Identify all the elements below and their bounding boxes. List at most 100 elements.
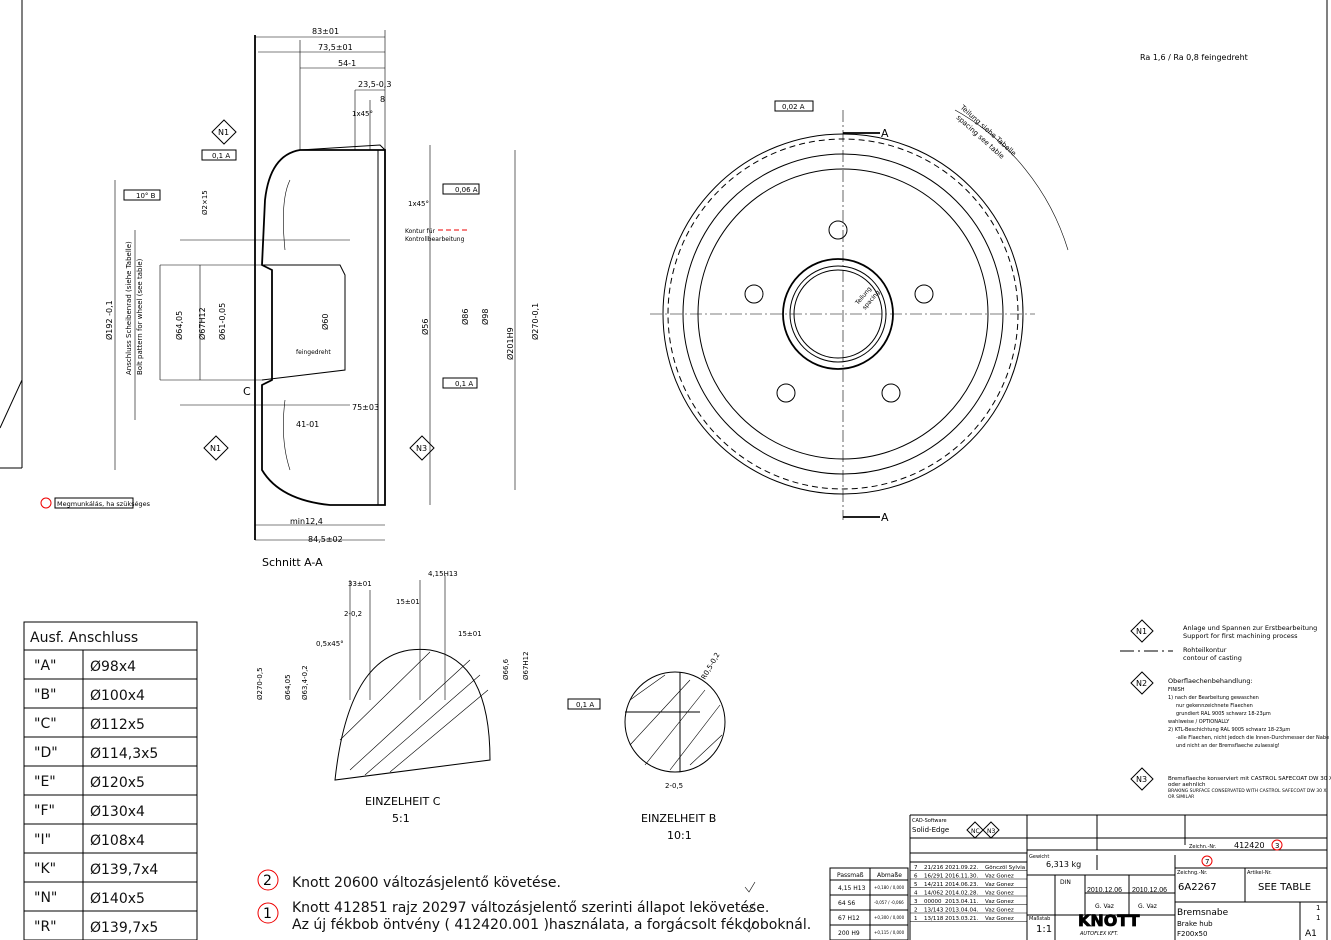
tolerance-frame: 10° B bbox=[123, 189, 161, 201]
svg-text:2021.09.22.: 2021.09.22. bbox=[945, 865, 978, 871]
svg-text:Gönczöl Sylvia: Gönczöl Sylvia bbox=[985, 865, 1025, 871]
svg-text:Gewicht: Gewicht bbox=[1029, 854, 1049, 860]
tolerance-frame: 0,1 A bbox=[442, 377, 478, 389]
dim-label: Ø63,4-0,2 bbox=[301, 665, 309, 700]
svg-text:DIN: DIN bbox=[1060, 879, 1071, 886]
note-text: 1) nach der Bearbeitung gewaschen bbox=[1168, 695, 1259, 701]
datum-c-label: C bbox=[243, 385, 251, 398]
detail-b: 2-0,5 R0,5-0,2 EINZELHEIT B 10:1 bbox=[624, 651, 726, 842]
svg-text:1: 1 bbox=[1316, 914, 1320, 922]
datum-n1-bottom: N1 bbox=[203, 435, 229, 461]
svg-text:G. Vaz: G. Vaz bbox=[1138, 903, 1157, 910]
svg-text:6: 6 bbox=[914, 874, 918, 880]
svg-text:0,1 A: 0,1 A bbox=[576, 701, 594, 709]
part-size: F200x50 bbox=[1177, 930, 1207, 938]
table-row: "F"Ø130x4 bbox=[24, 794, 197, 820]
frame-mark bbox=[0, 379, 23, 429]
section-marks bbox=[843, 132, 880, 518]
section-label-a: A bbox=[881, 511, 889, 524]
variant-cell: "I" bbox=[34, 832, 51, 848]
dim-label: Ø67H12 bbox=[197, 307, 207, 340]
svg-text:2014.02.28.: 2014.02.28. bbox=[945, 891, 978, 897]
svg-text:G. Vaz: G. Vaz bbox=[1095, 903, 1114, 910]
dim-label: 54-1 bbox=[338, 59, 356, 68]
pattern-cell: Ø120x5 bbox=[90, 775, 145, 791]
dim-label: Ø201H9 bbox=[505, 327, 515, 360]
section-view: 83±01 73,5±01 54-1 23,5-0,3 8 1x45° 1x45… bbox=[40, 27, 540, 569]
note-text: grundiert RAL 9005 schwarz 18-23µm bbox=[1176, 711, 1271, 717]
variant-cell: "K" bbox=[34, 861, 56, 877]
pattern-cell: Ø100x4 bbox=[90, 688, 145, 704]
change-note: Knott 412851 rajz 20297 változásjelentő … bbox=[292, 900, 769, 916]
detail-title: EINZELHEIT C bbox=[365, 795, 441, 808]
dim-label: Ø270-0,1 bbox=[530, 303, 540, 340]
svg-text:2013.04.04.: 2013.04.04. bbox=[945, 908, 978, 914]
variant-table: Ausf. Anschluss "A"Ø98x4"B"Ø100x4"C"Ø112… bbox=[23, 621, 198, 940]
svg-text:0,02 A: 0,02 A bbox=[782, 103, 805, 111]
svg-text:Zeichn.-Nr.: Zeichn.-Nr. bbox=[1189, 844, 1217, 850]
dim-label: 2-0,5 bbox=[665, 782, 683, 790]
drum-wall bbox=[299, 144, 386, 505]
note-text: contour of casting bbox=[1183, 654, 1242, 662]
svg-text:0,06 A: 0,06 A bbox=[455, 186, 478, 194]
bolt-hole bbox=[776, 383, 796, 403]
note-text: 2) KTL-Beschichtung RAL 9005 schwarz 18-… bbox=[1168, 727, 1290, 733]
note-text: Anlage und Spannen zur Erstbearbeitung bbox=[1183, 624, 1317, 632]
legend-notes: N1 Anlage und Spannen zur Erstbearbeitun… bbox=[1120, 619, 1331, 800]
drawn-date: 2010.12.06 bbox=[1087, 887, 1122, 894]
weight: 6,313 kg bbox=[1046, 860, 1081, 869]
dim-label: 83±01 bbox=[312, 27, 339, 36]
bolt-hole bbox=[828, 220, 848, 240]
table-row: "E"Ø120x5 bbox=[24, 765, 197, 791]
svg-text:Vaz Gonez: Vaz Gonez bbox=[985, 891, 1014, 897]
svg-text:Vaz Gonez: Vaz Gonez bbox=[985, 916, 1014, 922]
svg-text:N1: N1 bbox=[1136, 627, 1147, 636]
drawing-number: 412420 bbox=[1234, 841, 1265, 850]
datum-n3: N3 bbox=[409, 435, 435, 461]
bolt-hole bbox=[914, 284, 934, 304]
dim-label: 1x45° bbox=[408, 200, 429, 208]
svg-text:Vaz Gonez: Vaz Gonez bbox=[985, 899, 1014, 905]
svg-text:N3: N3 bbox=[987, 828, 995, 835]
svg-text:KNOTT: KNOTT bbox=[1078, 911, 1140, 930]
variant-cell: "D" bbox=[34, 745, 58, 761]
dim-label: min12,4 bbox=[290, 517, 323, 526]
note-label: Megmunkálás, ha szükséges bbox=[57, 500, 151, 508]
svg-text:2: 2 bbox=[263, 873, 272, 889]
svg-text:14/062: 14/062 bbox=[924, 891, 943, 897]
svg-text:1: 1 bbox=[914, 916, 918, 922]
svg-text:5: 5 bbox=[914, 882, 918, 888]
dim-label: Ø67H12 bbox=[522, 651, 530, 680]
tolerance-frame: 0,06 A bbox=[442, 183, 480, 195]
pattern-cell: Ø114,3x5 bbox=[90, 746, 158, 762]
note-label: Kontur für bbox=[405, 228, 436, 235]
dim-lines-bottom bbox=[255, 524, 385, 541]
dim-label: 4,15H13 bbox=[428, 570, 458, 578]
svg-text:1: 1 bbox=[1316, 904, 1320, 912]
hatching bbox=[339, 651, 489, 776]
svg-text:Artikel-Nr.: Artikel-Nr. bbox=[1247, 870, 1272, 876]
svg-text:3: 3 bbox=[914, 899, 918, 905]
note-box bbox=[54, 497, 134, 509]
dim-label: Ø56 bbox=[420, 319, 430, 335]
dim-label: 15±01 bbox=[396, 598, 420, 606]
svg-text:Passmaß: Passmaß bbox=[837, 872, 864, 879]
svg-text:N1: N1 bbox=[210, 444, 221, 453]
part-title: Bremsnabe bbox=[1177, 908, 1229, 918]
table-row: "D" Ø114,3x5 bbox=[24, 736, 197, 762]
svg-text:13/118: 13/118 bbox=[924, 916, 944, 922]
table-row: 67 H12+0,300 / 0,000 bbox=[830, 909, 908, 922]
table-row: "K"Ø139,7x4 bbox=[24, 852, 197, 878]
variant-cell: "F" bbox=[34, 803, 55, 819]
surface-symbol bbox=[744, 881, 756, 933]
detail-c-dims bbox=[349, 575, 446, 700]
svg-text:10° B: 10° B bbox=[136, 192, 156, 200]
dim-lines-vertical bbox=[114, 145, 516, 505]
